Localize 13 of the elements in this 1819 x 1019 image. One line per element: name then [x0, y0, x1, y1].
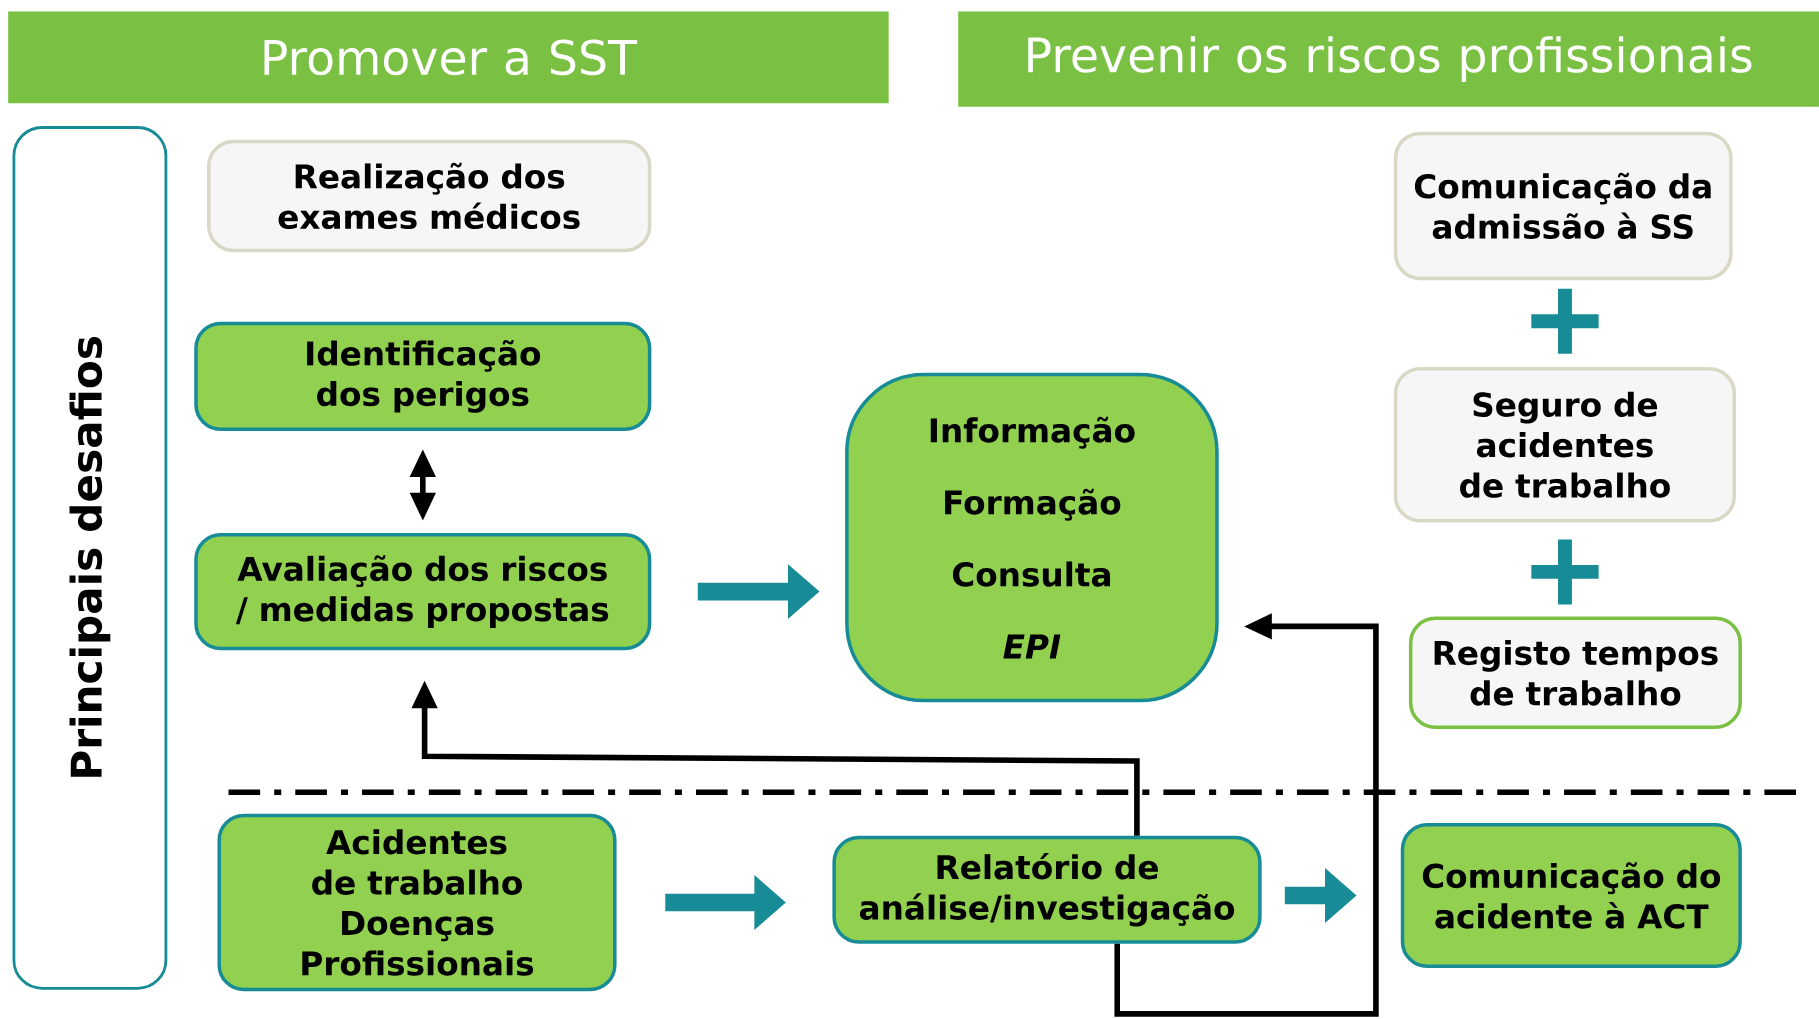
info-box: Seguro de acidentes de trabalho [1393, 367, 1737, 523]
side-label-box: Principais desafios [12, 126, 168, 990]
header-band: Prevenir os riscos profissionais [958, 11, 1819, 107]
info-box: Realização dos exames médicos [207, 140, 652, 253]
process-box: Relatório de análise/investigação [832, 836, 1262, 944]
process-box: Acidentes de trabalho Doenças Profissionais [217, 814, 617, 992]
header-band: Promover a SST [8, 11, 889, 104]
process-box: Identificação dos perigos [194, 322, 652, 432]
info-box: Comunicação da admissão à SS [1393, 131, 1733, 281]
process-box: Comunicação do acidente à ACT [1400, 823, 1742, 969]
process-box: Informação Formação Consulta EPI [845, 373, 1219, 703]
process-box: Avaliação dos riscos / medidas propostas [194, 533, 652, 651]
info-box: Registo tempos de trabalho [1408, 616, 1742, 730]
